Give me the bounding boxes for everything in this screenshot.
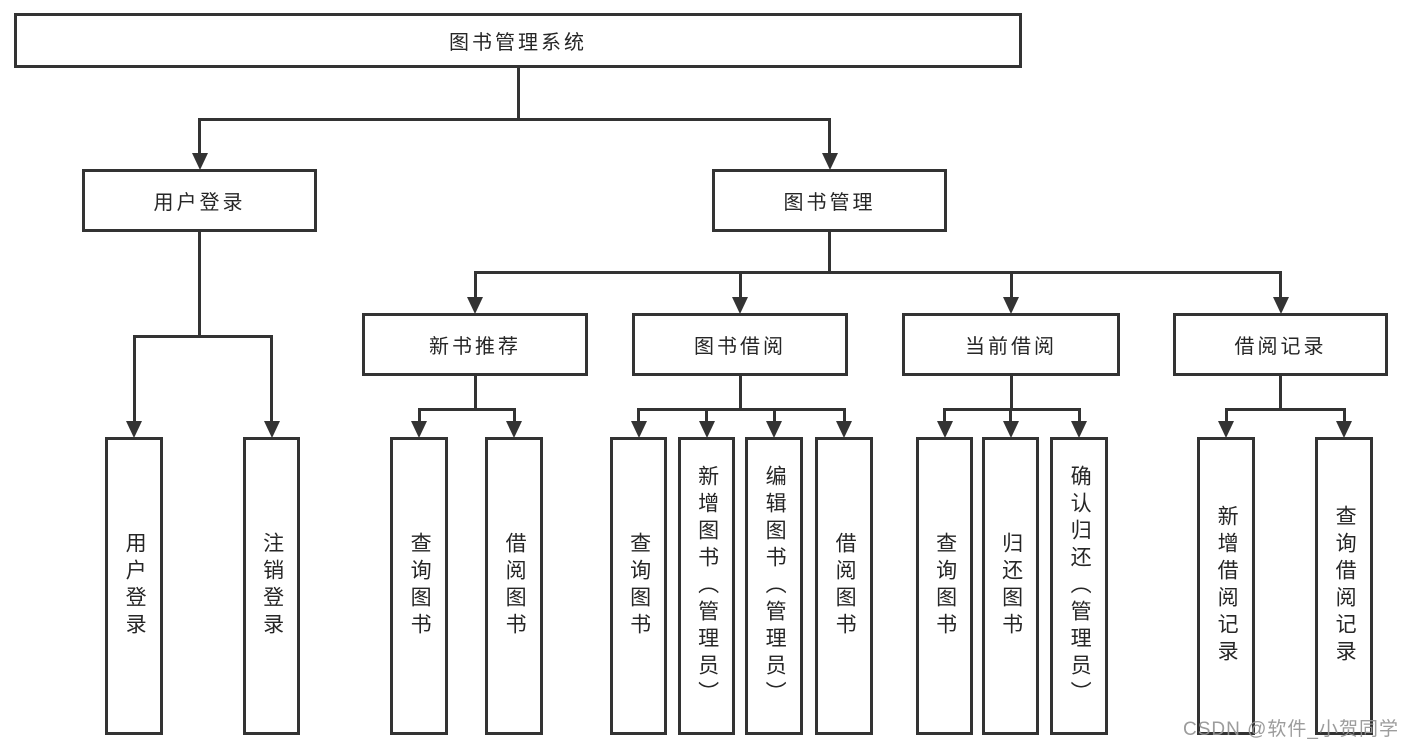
node-label: 查询图书 xyxy=(408,532,432,640)
node-bb-add-books-admin: 新增图书（管理员） xyxy=(678,437,735,735)
arrow-down-icon xyxy=(467,297,483,314)
connector-line xyxy=(198,118,201,154)
node-label: 借阅图书 xyxy=(833,532,857,640)
node-label: 新增图书（管理员） xyxy=(695,464,719,708)
arrow-down-icon xyxy=(732,297,748,314)
connector-line xyxy=(1224,408,1346,411)
connector-line xyxy=(1077,408,1081,422)
arrow-down-icon xyxy=(698,421,715,438)
arrow-down-icon xyxy=(1218,421,1234,438)
connector-line xyxy=(473,271,1282,274)
node-new-book-recommend: 新书推荐 xyxy=(362,313,588,376)
node-bb-query-books: 查询图书 xyxy=(610,437,667,735)
node-label: 图书借阅 xyxy=(694,336,786,358)
connector-line xyxy=(512,408,516,422)
connector-line xyxy=(1279,271,1282,298)
arrow-down-icon xyxy=(411,421,427,438)
node-label: 当前借阅 xyxy=(965,336,1057,358)
connector-line xyxy=(270,335,273,422)
node-label: 确认归还（管理员） xyxy=(1068,464,1092,708)
arrow-down-icon xyxy=(836,421,852,438)
node-label: 注销登录 xyxy=(260,532,284,640)
arrow-down-icon xyxy=(630,421,647,438)
node-label: 借阅记录 xyxy=(1234,336,1327,358)
arrow-down-icon xyxy=(191,153,208,170)
node-label: 用户登录 xyxy=(123,532,147,640)
connector-line xyxy=(198,118,831,121)
arrow-down-icon xyxy=(506,421,522,438)
connector-line xyxy=(1009,374,1013,411)
arrow-down-icon xyxy=(1071,421,1087,438)
node-book-management: 图书管理 xyxy=(712,169,947,232)
arrow-down-icon xyxy=(1272,297,1289,314)
node-bb-borrow-books: 借阅图书 xyxy=(815,437,873,735)
connector-line xyxy=(772,408,776,422)
connector-line xyxy=(842,408,846,422)
connector-line xyxy=(1342,408,1346,422)
node-borrowing-records: 借阅记录 xyxy=(1173,313,1388,376)
node-br-query-record: 查询借阅记录 xyxy=(1315,437,1373,735)
node-cb-query-books: 查询图书 xyxy=(916,437,973,735)
node-label: 新书推荐 xyxy=(429,336,521,358)
node-library-management-system: 图书管理系统 xyxy=(14,13,1022,68)
arrow-down-icon xyxy=(821,153,838,170)
connector-line xyxy=(943,408,946,422)
node-cb-return-books: 归还图书 xyxy=(982,437,1039,735)
node-label: 编辑图书（管理员） xyxy=(763,464,787,708)
node-label: 查询图书 xyxy=(627,532,651,640)
node-label: 查询借阅记录 xyxy=(1333,505,1357,667)
connector-line xyxy=(738,271,742,298)
node-user-login: 用户登录 xyxy=(82,169,317,232)
connector-line xyxy=(132,335,273,338)
connector-line xyxy=(473,271,477,298)
node-label: 图书管理 xyxy=(783,192,876,214)
connector-line xyxy=(417,408,421,422)
connector-line xyxy=(738,374,742,411)
arrow-down-icon xyxy=(1002,421,1019,438)
connector-line xyxy=(1009,271,1013,298)
node-label: 查询图书 xyxy=(933,532,957,640)
arrow-down-icon xyxy=(126,421,142,438)
connector-line xyxy=(1279,374,1282,411)
connector-line xyxy=(516,66,520,121)
arrow-down-icon xyxy=(1336,421,1352,438)
node-cb-confirm-return-admin: 确认归还（管理员） xyxy=(1050,437,1108,735)
node-user-login-action: 用户登录 xyxy=(105,437,163,735)
node-nb-query-books: 查询图书 xyxy=(390,437,448,735)
connector-line xyxy=(1009,408,1012,422)
connector-line xyxy=(132,335,136,422)
node-nb-borrow-books: 借阅图书 xyxy=(485,437,543,735)
arrow-down-icon xyxy=(1003,297,1019,314)
node-label: 用户登录 xyxy=(153,192,246,214)
connector-line xyxy=(637,408,640,422)
connector-line xyxy=(828,118,831,154)
arrow-down-icon xyxy=(936,421,953,438)
arrow-down-icon xyxy=(263,421,280,438)
node-br-add-record: 新增借阅记录 xyxy=(1197,437,1255,735)
arrow-down-icon xyxy=(766,421,782,438)
connector-line xyxy=(637,408,846,411)
watermark: CSDN @软件_小贺同学 xyxy=(1183,719,1399,740)
node-book-borrowing: 图书借阅 xyxy=(632,313,848,376)
connector-line xyxy=(417,408,516,411)
node-label: 新增借阅记录 xyxy=(1215,505,1239,667)
connector-line xyxy=(828,230,831,274)
node-current-borrowing: 当前借阅 xyxy=(902,313,1120,376)
connector-line xyxy=(473,374,477,411)
node-label: 归还图书 xyxy=(999,532,1023,640)
connector-line xyxy=(1224,408,1228,422)
node-label: 图书管理系统 xyxy=(449,32,587,54)
connector-line xyxy=(705,408,708,422)
connector-line xyxy=(198,230,201,338)
node-logout-action: 注销登录 xyxy=(243,437,300,735)
node-bb-edit-books-admin: 编辑图书（管理员） xyxy=(745,437,803,735)
node-label: 借阅图书 xyxy=(503,532,527,640)
